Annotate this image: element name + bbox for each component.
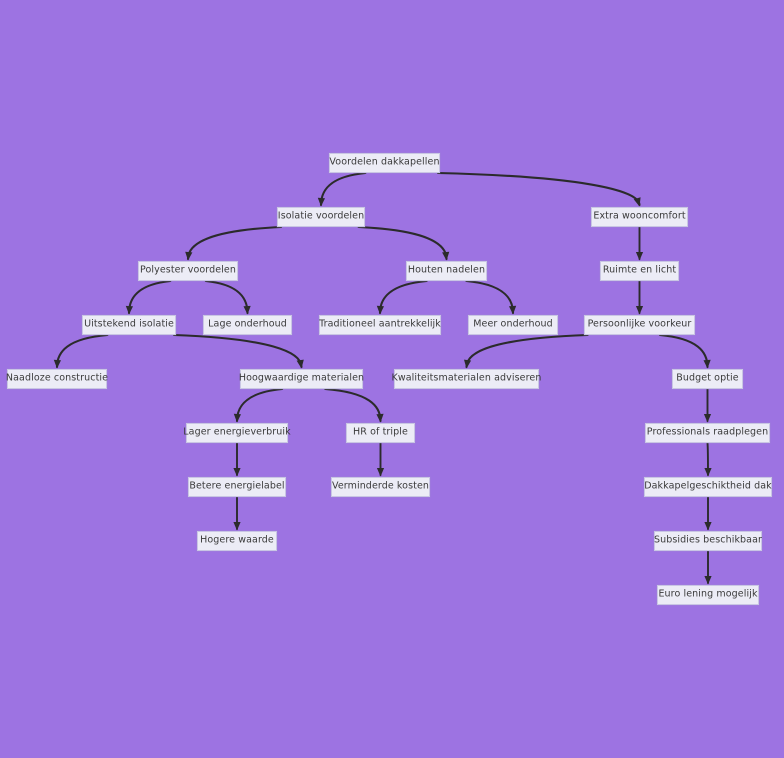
mindmap-node-label: Uitstekend isolatie — [84, 318, 174, 330]
mindmap-edge-arrowhead — [376, 305, 384, 315]
mindmap-node-label: Voordelen dakkapellen — [329, 156, 440, 168]
mindmap-node-label: Professionals raadplegen — [646, 426, 769, 438]
mindmap-edge-arrowhead — [296, 359, 304, 369]
mindmap-edge-arrowhead — [233, 522, 241, 531]
mindmap-node[interactable]: Hogere waarde — [197, 531, 277, 551]
mindmap-node[interactable]: Extra wooncomfort — [591, 207, 688, 227]
mindmap-edge-arrowhead — [317, 197, 325, 207]
mindmap-edge — [172, 333, 303, 369]
mindmap-edge — [55, 333, 109, 369]
mindmap-edge — [378, 279, 428, 315]
mindmap-edge — [204, 279, 249, 315]
mindmap-edge-arrowhead — [704, 468, 712, 477]
mindmap-node-label: Budget optie — [676, 372, 739, 384]
mindmap-node[interactable]: Meer onderhoud — [468, 315, 558, 335]
mindmap-edge — [465, 279, 515, 315]
mindmap-node-label: Kwaliteitsmaterialen adviseren — [391, 372, 542, 384]
mindmap-edge — [324, 387, 382, 423]
mindmap-node[interactable]: Euro lening mogelijk — [657, 585, 759, 605]
mindmap-node-label: Persoonlijke voorkeur — [587, 318, 692, 330]
mindmap-node-label: Houten nadelen — [407, 264, 486, 276]
mindmap-edge-arrowhead — [704, 576, 712, 585]
mindmap-node[interactable]: Houten nadelen — [406, 261, 487, 281]
mindmap-node[interactable]: Isolatie voordelen — [277, 207, 365, 227]
mindmap-edge-arrowhead — [464, 359, 472, 369]
mindmap-node[interactable]: Kwaliteitsmaterialen adviseren — [391, 369, 542, 389]
mindmap-node-label: Lager energieverbruik — [183, 426, 291, 438]
mindmap-node-label: Ruimte en licht — [602, 264, 677, 276]
mindmap-edge-arrowhead — [185, 251, 193, 261]
mindmap-node-label: Subsidies beschikbaar — [653, 534, 763, 546]
mindmap-node-label: Extra wooncomfort — [593, 210, 686, 222]
mindmap-node-label: Polyester voordelen — [139, 264, 237, 276]
mindmap-node-label: Traditioneel aantrekkelijk — [319, 318, 441, 330]
mindmap-edge — [357, 225, 448, 261]
mindmap-node-label: Meer onderhoud — [473, 318, 553, 330]
mindmap-edge-arrowhead — [703, 414, 712, 423]
mindmap-edge-arrowhead — [233, 413, 241, 423]
mindmap-node[interactable]: Lage onderhoud — [203, 315, 292, 335]
mindmap-node[interactable]: Professionals raadplegen — [645, 423, 770, 443]
mindmap-node[interactable]: Naadloze constructie — [5, 369, 109, 389]
mindmap-edge — [465, 333, 589, 369]
mindmap-edge-arrowhead — [442, 251, 450, 261]
mindmap-edge-arrowhead — [633, 197, 641, 207]
mindmap-node[interactable]: Dakkapelgeschiktheid dak — [644, 477, 772, 497]
mindmap-node-label: Lage onderhoud — [208, 318, 287, 330]
mindmap-node-label: Verminderde kosten — [331, 480, 430, 492]
mindmap-edge — [127, 279, 172, 315]
mindmap-edge — [235, 387, 284, 423]
mindmap-node[interactable]: Persoonlijke voorkeur — [584, 315, 695, 335]
mindmap-edge-arrowhead — [509, 305, 517, 315]
mindmap-node[interactable]: Hoogwaardige materialen — [238, 369, 365, 389]
mindmap-edge — [319, 171, 367, 207]
mindmap-node[interactable]: Lager energieverbruik — [183, 423, 291, 443]
mindmap-node[interactable]: Subsidies beschikbaar — [654, 531, 762, 551]
mindmap-edge-arrowhead — [53, 359, 61, 369]
mindmap-node[interactable]: Betere energielabel — [188, 477, 286, 497]
mindmap-node-label: Isolatie voordelen — [277, 210, 365, 222]
mindmap-edge — [658, 333, 709, 369]
mindmap-node-label: Hogere waarde — [200, 534, 274, 546]
mindmap-node[interactable]: Polyester voordelen — [138, 261, 238, 281]
mindmap-node[interactable]: Budget optie — [672, 369, 743, 389]
mindmap-edge — [186, 225, 283, 261]
mindmap-node-label: Hoogwaardige materialen — [238, 372, 365, 384]
mindmap-edge-arrowhead — [125, 305, 133, 315]
mindmap-node[interactable]: Uitstekend isolatie — [82, 315, 176, 335]
mindmap-edge-arrowhead — [703, 359, 711, 369]
mindmap-node[interactable]: Ruimte en licht — [600, 261, 679, 281]
mindmap-node-label: Betere energielabel — [189, 480, 285, 492]
mindmap-edge-arrowhead — [635, 252, 644, 261]
mindmap-node[interactable]: Verminderde kosten — [331, 477, 430, 497]
mindmap-edge-arrowhead — [376, 468, 385, 477]
mindmap-edge-arrowhead — [243, 305, 251, 315]
mindmap-edge — [436, 171, 641, 207]
mindmap-node[interactable]: Voordelen dakkapellen — [329, 153, 440, 173]
mindmap-edge-arrowhead — [233, 468, 241, 477]
mindmap-node-label: Dakkapelgeschiktheid dak — [644, 480, 772, 492]
mindmap-edge-arrowhead — [635, 306, 644, 315]
mindmap-edge-arrowhead — [704, 522, 712, 531]
mindmap-node[interactable]: Traditioneel aantrekkelijk — [319, 315, 441, 335]
mindmap-edge-arrowhead — [376, 413, 384, 423]
mindmap-node-label: Naadloze constructie — [5, 372, 109, 384]
mindmap-node-label: Euro lening mogelijk — [658, 588, 758, 600]
mindmap-node-label: HR of triple — [353, 426, 408, 438]
mindmap-edge — [706, 442, 709, 476]
mindmap-node[interactable]: HR of triple — [346, 423, 415, 443]
